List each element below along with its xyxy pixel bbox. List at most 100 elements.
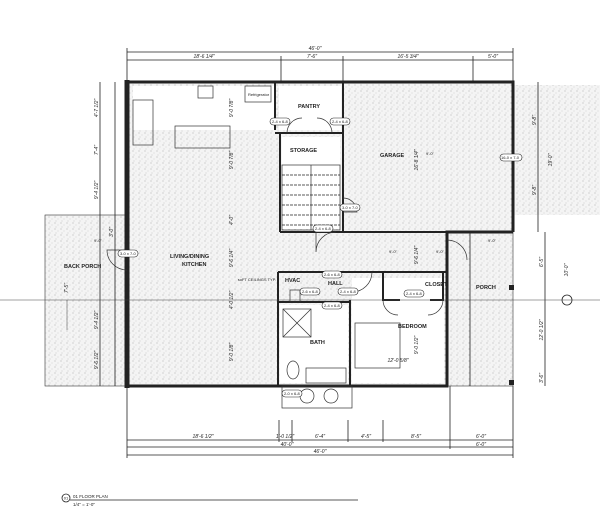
- stairs: [281, 164, 341, 231]
- door-tag: 3-0 x 7-0: [117, 249, 139, 258]
- drawing-number-icon: [61, 493, 71, 503]
- dim-label: 7'-4": [94, 145, 100, 155]
- dim-label: 8'-5": [411, 434, 421, 440]
- svg-text:3-0 x 7-0: 3-0 x 7-0: [120, 251, 137, 256]
- dim-label: 6'-0": [476, 434, 486, 440]
- drawing-scale: 1/4" = 1'-0": [73, 502, 95, 507]
- dimensions-left: 4'-7 1/2" 7'-4" 9'-4 1/2" 3'-0" 7'-5" 9'…: [64, 82, 116, 386]
- dim-label: 12'-0 5/8": [387, 358, 408, 364]
- kitchen-island: [174, 125, 231, 149]
- dim-label: 5'-0": [488, 54, 498, 60]
- door-swings: [106, 117, 468, 316]
- svg-text:3-0 x 7-0: 3-0 x 7-0: [342, 205, 359, 210]
- room-label-storage: STORAGE: [290, 148, 317, 154]
- dim-label: 46'-0": [309, 46, 322, 52]
- room-label-living: LIVING/DINING: [170, 254, 209, 260]
- bed: [354, 322, 401, 369]
- door-tag: 2-4 x 6-8: [312, 224, 334, 233]
- dimensions-bottom: 18'-6 1/2" 1'-0 1/2" 6'-4" 4'-5" 8'-5" 6…: [126, 386, 514, 458]
- toilet: [286, 360, 300, 380]
- drawing-number: 01: [64, 496, 69, 501]
- room-label-garage: GARAGE: [380, 153, 404, 159]
- hvac-unit: [289, 289, 301, 303]
- dim-label: 6'-4": [315, 434, 325, 440]
- room-label-back-porch: BACK PORCH: [64, 264, 101, 270]
- ceiling-height-note: 9'-0": [488, 238, 497, 243]
- dim-label: 4'-5": [361, 434, 371, 440]
- svg-text:2-4 x 6-8: 2-4 x 6-8: [272, 119, 289, 124]
- refrigerator: [244, 85, 272, 103]
- dim-label: 40'-0": [281, 442, 294, 448]
- dimensions-top: 46'-0" 18'-6 1/4" 7'-6" 16'-5 3/4" 5'-0": [126, 46, 514, 82]
- dim-label: 9'-0 1/2": [414, 336, 420, 355]
- door-tag: 2-6 x 6-8: [321, 270, 343, 279]
- drawing-title: 01 FLOOR PLAN: [73, 494, 108, 499]
- ceiling-height-note: 9'-0": [436, 249, 445, 254]
- dim-label: 4'-0": [229, 215, 235, 225]
- dim-label: 19'-0": [548, 153, 554, 166]
- refrigerator-label: Refrigerator: [248, 92, 270, 97]
- dim-label: 9'-6 1/2": [94, 351, 100, 370]
- svg-text:2-4 x 6-8: 2-4 x 6-8: [315, 226, 332, 231]
- vanity: [305, 367, 347, 384]
- svg-text:16-0 x 7-0: 16-0 x 7-0: [501, 155, 520, 160]
- dim-label: 9'-8": [532, 185, 538, 195]
- room-label-kitchen: KITCHEN: [182, 262, 206, 268]
- dim-label: 6'-5": [539, 257, 545, 267]
- room-label-bedroom: BEDROOM: [398, 324, 427, 330]
- dim-label: 16'-5 3/4": [397, 54, 418, 60]
- dim-label: 10'-0": [564, 263, 570, 276]
- fixtures: [132, 85, 401, 409]
- dim-label: 9'-0 1/8": [229, 343, 235, 362]
- grid-lines: [0, 299, 600, 330]
- room-label-bath: BATH: [310, 340, 325, 346]
- svg-text:2-4 x 6-8: 2-4 x 6-8: [332, 119, 349, 124]
- dim-label: 9'-4 1/2": [94, 311, 100, 330]
- dim-label: 7'-6": [307, 54, 317, 60]
- dim-label: 7'-5": [64, 283, 70, 293]
- counter: [132, 99, 154, 146]
- shower: [282, 308, 312, 338]
- dim-label: 3'-0": [109, 227, 115, 237]
- dim-label: 1'-0 1/2": [276, 434, 295, 440]
- dim-label: 18'-6 1/4": [193, 54, 214, 60]
- room-labels: PANTRY STORAGE GARAGE LIVING/DINING KITC…: [64, 92, 497, 346]
- svg-text:2-4 x 6-8: 2-4 x 6-8: [406, 291, 423, 296]
- door-tag: 16-0 x 7-0: [499, 153, 523, 162]
- svg-text:2-4 x 6-8: 2-4 x 6-8: [340, 289, 357, 294]
- svg-text:2-6 x 6-8: 2-6 x 6-8: [302, 289, 319, 294]
- dim-label: 9'-6 1/4": [229, 249, 235, 268]
- dim-label: 4'-7 1/2": [94, 99, 100, 118]
- washer: [299, 388, 315, 404]
- door-tag: 2-4 x 6-8: [321, 301, 343, 310]
- dim-label: 9'-0 7/8": [229, 99, 235, 118]
- door-tag: 2-4 x 6-8: [269, 117, 291, 126]
- dim-label: 6'-0": [476, 442, 486, 448]
- door-tag: 2-4 x 6-8: [329, 117, 351, 126]
- door-tag: 2-4 x 6-8: [337, 287, 359, 296]
- ceiling-height-note: 9'-0": [94, 238, 103, 243]
- ceiling-height-note: 9'-0": [389, 249, 398, 254]
- title-block: 01 01 FLOOR PLAN 1/4" = 1'-0": [61, 493, 358, 507]
- svg-text:2-6 x 6-8: 2-6 x 6-8: [324, 272, 341, 277]
- door-tag: 2-0 x 6-8: [281, 389, 303, 398]
- room-label-closet: CLOSET: [425, 282, 448, 288]
- ceilings-note: soFT CEILINGS TYP.: [238, 277, 276, 282]
- dim-label: 9'-4 1/2": [94, 181, 100, 200]
- dim-label: 18'-6 1/2": [192, 434, 213, 440]
- dim-label: 46'-0": [314, 449, 327, 455]
- ceiling-height-note: 9'-0": [426, 151, 435, 156]
- door-tags: 2-4 x 6-8 2-4 x 6-8 2-4 x 6-8 3-0 x 7-0 …: [117, 117, 523, 398]
- room-label-porch: PORCH: [476, 285, 496, 291]
- interior-walls: [274, 82, 447, 386]
- dim-label: 9'-6 1/4": [414, 246, 420, 265]
- dim-label: 3'-6": [539, 373, 545, 383]
- dim-label: 9'-0 7/8": [229, 151, 235, 170]
- door-tag: 2-4 x 6-8: [403, 289, 425, 298]
- svg-text:2-4 x 6-8: 2-4 x 6-8: [324, 303, 341, 308]
- svg-text:2-0 x 6-8: 2-0 x 6-8: [284, 391, 301, 396]
- room-label-hall: HALL: [328, 281, 343, 287]
- room-label-hvac: HVAC: [285, 278, 300, 284]
- dryer: [323, 388, 339, 404]
